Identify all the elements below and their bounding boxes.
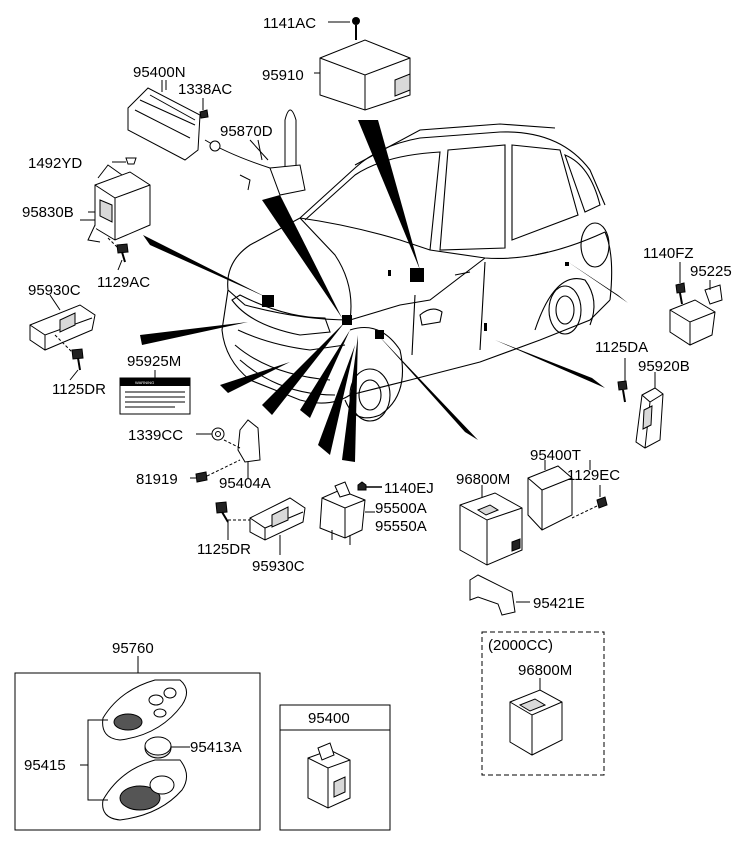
label-95400N: 95400N (133, 64, 186, 81)
airbag-control-unit-95910 (314, 39, 411, 111)
bolt-1140FZ (675, 262, 686, 305)
label-1129AC: 1129AC (97, 274, 150, 291)
label-81919: 81919 (136, 471, 178, 488)
variant-2000cc-box (481, 631, 605, 776)
label-1339CC: 1339CC (128, 427, 183, 444)
bolt-1125DR-left (54, 334, 84, 371)
label-95760: 95760 (112, 640, 154, 657)
nut-1339CC (196, 427, 225, 441)
label-1140FZ: 1140FZ (643, 245, 694, 262)
warning-label-heading: WARNING (135, 380, 154, 385)
antenna-95870D (204, 109, 306, 196)
airbag-module-marker (410, 268, 424, 282)
screw-81919 (195, 459, 241, 483)
label-1492YD: 1492YD (28, 155, 82, 172)
relay-95500A (319, 481, 375, 545)
label-1129EC: 1129EC (567, 467, 620, 484)
label-1125DR-bottom: 1125DR (197, 541, 251, 558)
label-95930C-bottom: 95930C (252, 558, 305, 575)
label-95870D: 95870D (220, 123, 273, 140)
sensor-marker-right (375, 330, 384, 339)
part-labels: 1141AC 95910 95400N 1338AC 95870D 1492YD… (22, 15, 732, 774)
bolt-1125DR-bottom (215, 501, 250, 540)
bolt-1129EC (571, 485, 608, 519)
label-1140EJ: 1140EJ (384, 480, 434, 497)
label-95400-box: 95400 (308, 710, 350, 727)
label-2000cc: (2000CC) (488, 637, 553, 654)
label-1141AC: 1141AC (263, 15, 316, 32)
bolt-1140EJ (357, 481, 382, 491)
label-95500A: 95500A (375, 500, 427, 517)
bolt-1141AC (328, 17, 360, 40)
sensor-marker-left (262, 295, 274, 307)
label-95404A: 95404A (219, 475, 271, 492)
module-96800M-main (459, 485, 523, 566)
warning-label-95925M: WARNING (119, 370, 191, 415)
label-1338AC: 1338AC (178, 81, 232, 98)
label-leader-lines (69, 80, 591, 479)
vehicle-outline (221, 123, 613, 422)
sensor-95930C-bottom (249, 497, 306, 555)
label-95413A: 95413A (190, 739, 242, 756)
bolt-1129AC (107, 237, 129, 263)
label-95920B: 95920B (638, 358, 690, 375)
label-96800M-variant: 96800M (518, 662, 572, 679)
leader-wedges (140, 120, 628, 462)
sensor-95930C-left (29, 294, 96, 351)
label-96800M-main: 96800M (456, 471, 510, 488)
module-95400N (127, 80, 209, 161)
label-95930C-left: 95930C (28, 282, 81, 299)
relay-95225 (669, 280, 723, 346)
sensor-95920B (635, 372, 664, 449)
label-1125DR-left: 1125DR (52, 381, 106, 398)
bolt-1125DA (617, 358, 628, 403)
label-95925M: 95925M (127, 353, 181, 370)
module-95400T (527, 460, 573, 531)
label-1125DA: 1125DA (595, 339, 648, 356)
label-95421E: 95421E (533, 595, 585, 612)
label-95910: 95910 (262, 67, 304, 84)
screw-1492YD (112, 157, 137, 165)
sensor-marker-center (342, 315, 352, 325)
module-box-95400 (279, 704, 391, 831)
label-95415: 95415 (24, 757, 66, 774)
unit-95830B (87, 164, 151, 243)
bracket-95421E (469, 574, 530, 616)
label-95830B: 95830B (22, 204, 74, 221)
label-95550A: 95550A (375, 518, 427, 535)
bracket-95404A (223, 419, 261, 475)
keyfob-box-95760 (14, 656, 261, 831)
label-95400T: 95400T (530, 447, 581, 464)
label-95225: 95225 (690, 263, 732, 280)
